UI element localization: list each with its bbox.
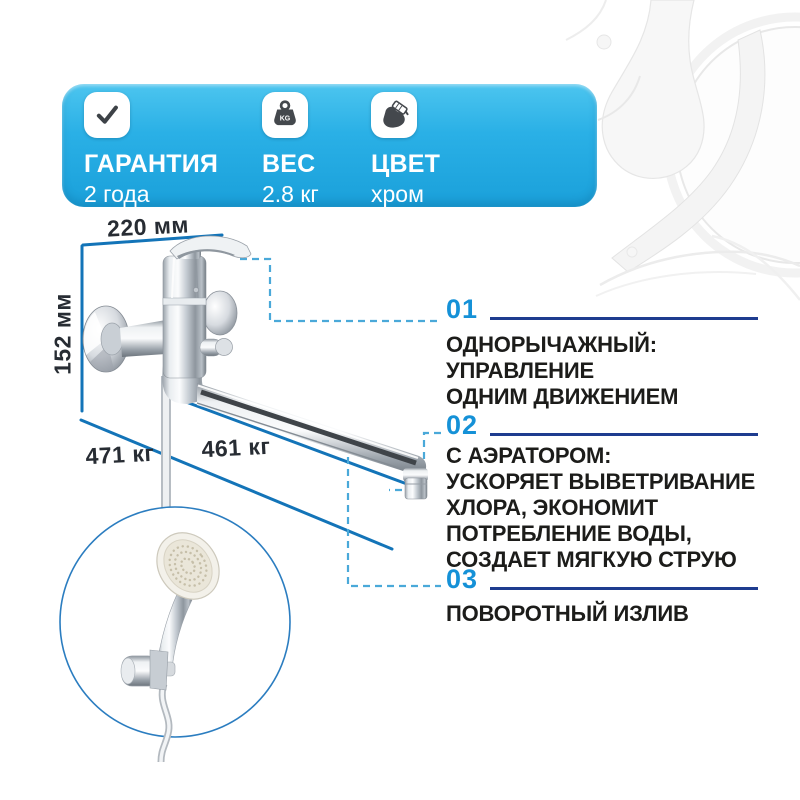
svg-text:KG: KG	[280, 115, 291, 122]
feature-02-number: 02	[446, 410, 479, 440]
dimension-spout-length-label: 461 кг	[200, 432, 272, 463]
banner-item-warranty: ГАРАНТИЯ 2 года	[84, 92, 218, 208]
color-icon	[371, 92, 417, 138]
faucet-illustration	[82, 235, 428, 514]
weight-title: ВЕС	[262, 150, 316, 178]
total-length-dimension-line	[79, 418, 394, 551]
warranty-value: 2 года	[84, 181, 150, 207]
color-value: хром	[371, 181, 424, 207]
feature-01-number: 01	[446, 294, 479, 324]
lever-handle	[169, 235, 252, 260]
feature-02-text: ХЛОРА, ЭКОНОМИТ	[446, 495, 658, 520]
banner-item-weight: KG ВЕС 2.8 кг	[262, 92, 319, 208]
feature-02-text: С АЭРАТОРОМ:	[446, 443, 612, 468]
spout-nozzle	[403, 468, 428, 500]
water-splash-graphic	[565, 0, 800, 301]
wall-connector-pipe	[120, 320, 166, 357]
feature-03: 03 ПОВОРОТНЫЙ ИЗЛИВ	[446, 566, 758, 627]
warranty-title: ГАРАНТИЯ	[84, 150, 219, 178]
feature-02: 02 С АЭРАТОРОМ: УСКОРЯЕТ ВЫВЕТРИВАНИЕ ХЛ…	[446, 412, 758, 573]
connector-feature-03	[346, 457, 441, 588]
feature-01-rule	[490, 317, 758, 320]
color-title: ЦВЕТ	[371, 150, 441, 178]
weight-value: 2.8 кг	[262, 181, 319, 207]
connector-feature-01	[240, 257, 441, 323]
check-icon	[84, 92, 130, 138]
diverter-knob	[199, 338, 233, 357]
shower-holder	[120, 649, 169, 691]
feature-03-rule	[490, 587, 758, 590]
feature-01-text: УПРАВЛЕНИЕ	[446, 358, 594, 383]
spout	[196, 383, 427, 478]
dimension-width-label: 220 мм	[106, 211, 190, 242]
feature-01-text: ОДНИМ ДВИЖЕНИЕМ	[446, 384, 679, 409]
feature-03-text: ПОВОРОТНЫЙ ИЗЛИВ	[446, 601, 689, 626]
spout-length-dimension-line	[176, 397, 409, 486]
rear-escutcheon	[202, 290, 238, 336]
banner-item-color: ЦВЕТ хром	[371, 92, 440, 208]
mixer-body	[162, 255, 207, 379]
feature-02-rule	[490, 433, 758, 436]
weight-icon: KG	[262, 92, 308, 138]
callout-connectors	[240, 257, 441, 588]
dimension-height-label: 152 мм	[49, 293, 76, 375]
hand-shower-inset	[59, 506, 291, 763]
feature-01-text: ОДНОРЫЧАЖНЫЙ:	[446, 332, 657, 357]
feature-02-text: ПОТРЕБЛЕНИЕ ВОДЫ,	[446, 521, 692, 546]
dimension-total-length-label: 471 кг	[84, 439, 156, 470]
feature-03-number: 03	[446, 564, 479, 594]
info-banner: ГАРАНТИЯ 2 года KG ВЕС 2.8 кг	[62, 84, 597, 207]
feature-02-text: СОЗДАЕТ МЯГКУЮ СТРУЮ	[446, 547, 737, 572]
shower-head	[156, 532, 220, 600]
dimension-lines	[79, 233, 409, 551]
feature-02-text: УСКОРЯЕТ ВЫВЕТРИВАНИЕ	[446, 469, 756, 494]
feature-01: 01 ОДНОРЫЧАЖНЫЙ: УПРАВЛЕНИЕ ОДНИМ ДВИЖЕН…	[446, 296, 758, 410]
